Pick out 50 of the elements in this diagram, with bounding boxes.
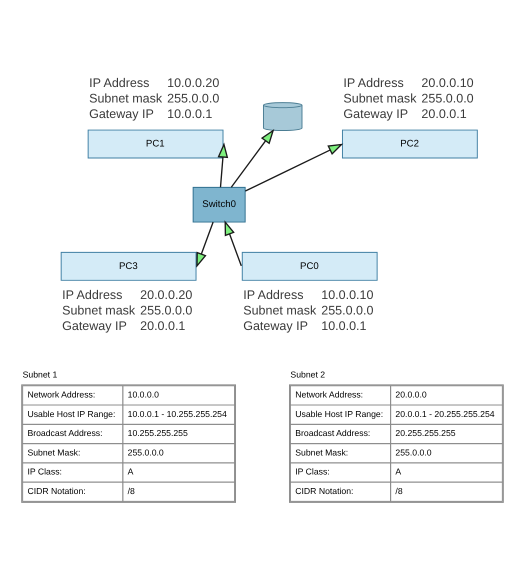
label: A bbox=[128, 466, 134, 477]
label: IP Class: bbox=[27, 466, 62, 477]
node-label: Gateway IP bbox=[89, 106, 154, 121]
label: /8 bbox=[395, 486, 403, 496]
node-label: 255.0.0.0 bbox=[167, 92, 220, 106]
label: 20.0.0.0 bbox=[395, 390, 427, 400]
node-label: IP Address bbox=[343, 76, 404, 90]
node-label: 255.0.0.0 bbox=[140, 303, 192, 318]
label: Usable Host IP Range: bbox=[295, 408, 384, 419]
label: Broadcast Address: bbox=[295, 428, 370, 438]
label: 10.255.255.255 bbox=[128, 428, 188, 438]
node-label: 10.0.0.10 bbox=[321, 288, 374, 302]
label: Subnet Mask: bbox=[295, 447, 348, 458]
label: 20.0.0.1 - 20.255.255.254 bbox=[395, 408, 495, 419]
node-label: 20.0.0.1 bbox=[140, 318, 186, 333]
label: /8 bbox=[128, 486, 135, 496]
label: 255.0.0.0 bbox=[128, 447, 164, 458]
node-label: IP Address bbox=[89, 76, 150, 90]
label: Broadcast Address: bbox=[27, 428, 103, 438]
label: 10.0.0.1 - 10.255.255.254 bbox=[128, 408, 227, 419]
node-label: 10.0.0.20 bbox=[167, 76, 220, 90]
node-label: Gateway IP bbox=[243, 318, 308, 333]
node-label: 10.0.0.1 bbox=[167, 106, 212, 121]
node-label: 20.0.0.10 bbox=[421, 76, 474, 90]
node-label: 20.0.0.1 bbox=[421, 106, 467, 121]
node-label: Subnet mask bbox=[243, 303, 316, 318]
label: Network Address: bbox=[295, 390, 364, 400]
label: Network Address: bbox=[27, 390, 96, 400]
node-label: Subnet mask bbox=[343, 92, 416, 106]
node-label: IP Address bbox=[62, 288, 122, 302]
node-label: Subnet mask bbox=[62, 303, 136, 318]
node-label: Gateway IP bbox=[62, 318, 127, 333]
node-label: Gateway IP bbox=[343, 106, 408, 121]
label: Usable Host IP Range: bbox=[27, 408, 116, 419]
node-label: 255.0.0.0 bbox=[321, 303, 374, 318]
label: CIDR Notation: bbox=[27, 486, 86, 496]
label: 20.255.255.255 bbox=[395, 428, 456, 438]
label: Subnet Mask: bbox=[27, 447, 80, 458]
node-label: Subnet mask bbox=[89, 92, 162, 106]
node-label: 10.0.0.1 bbox=[321, 318, 367, 333]
label: A bbox=[395, 466, 402, 477]
node-label: 20.0.0.20 bbox=[140, 288, 192, 302]
label: IP Class: bbox=[295, 466, 330, 477]
label: Subnet 2 bbox=[290, 369, 326, 380]
label: 255.0.0.0 bbox=[395, 447, 432, 458]
label: Subnet 1 bbox=[22, 369, 58, 380]
node-label: 255.0.0.0 bbox=[421, 92, 474, 106]
node-label: IP Address bbox=[243, 288, 304, 302]
label: CIDR Notation: bbox=[295, 486, 354, 496]
label: 10.0.0.0 bbox=[128, 390, 159, 400]
